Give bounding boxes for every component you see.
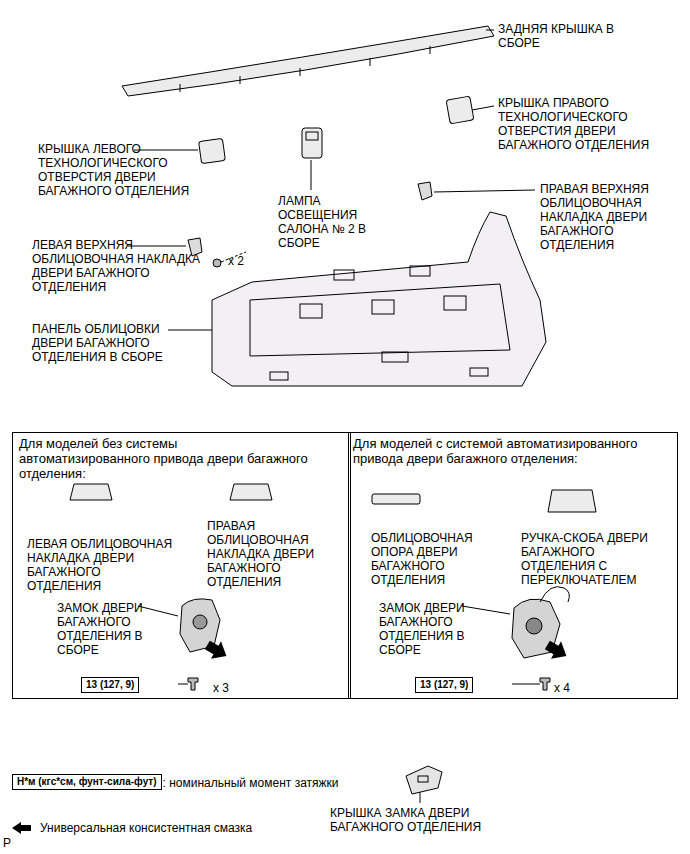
trim-panel xyxy=(212,212,546,386)
part-name: ЛАМПА ОСВЕЩЕНИЯ САЛОНА № 2 В СБОРЕ xyxy=(278,194,388,250)
leader-line xyxy=(462,606,510,614)
lock-cover xyxy=(406,766,442,794)
upper-trim xyxy=(418,182,432,200)
trim-overlay xyxy=(548,490,596,512)
part-name: ОБЛИЦОВОЧНАЯ ОПОРА ДВЕРИ БАГАЖНОГО ОТДЕЛ… xyxy=(371,531,503,587)
lock-assembly xyxy=(180,587,569,658)
rear-cover xyxy=(122,26,494,96)
part-name: РУЧКА-СКОБА ДВЕРИ БАГАЖНОГО ОТДЕЛЕНИЯ С … xyxy=(521,531,671,587)
trim-panel xyxy=(212,212,546,386)
trim-panel xyxy=(410,266,430,276)
lock-cover xyxy=(406,766,442,794)
leader-line xyxy=(138,606,178,616)
part-name: ЗАДНЯЯ КРЫШКА В СБОРЕ xyxy=(498,22,618,50)
variant-frame: Для моделей с системой автоматизированно… xyxy=(348,432,678,699)
trim-panel xyxy=(470,368,488,376)
rear-cover xyxy=(122,26,494,96)
part-name: КРЫШКА ЛЕВОГО ТЕХНОЛОГИЧЕСКОГО ОТВЕРСТИЯ… xyxy=(38,142,218,198)
variant-heading: Для моделей без системы автоматизированн… xyxy=(19,436,309,481)
trim-overlay xyxy=(372,494,420,504)
trim-panel xyxy=(334,270,354,280)
lock-cover xyxy=(418,776,428,782)
page-mark: P xyxy=(3,836,11,850)
lock-assembly xyxy=(540,587,569,602)
legend-entry: Универсальная консистентная смазка xyxy=(40,821,252,835)
leader-line xyxy=(512,684,540,685)
leader-line xyxy=(178,684,188,685)
grease-arrow xyxy=(542,636,571,664)
legend-text: Универсальная консистентная смазка xyxy=(40,821,252,835)
leader-line xyxy=(311,160,312,190)
part-name: x 3 xyxy=(213,681,229,695)
bolt xyxy=(540,678,550,690)
trim-panel xyxy=(270,372,288,380)
lock-assembly xyxy=(526,618,542,634)
part-name: ПРАВАЯ ВЕРХНЯЯ ОБЛИЦОВОЧНАЯ НАКЛАДКА ДВЕ… xyxy=(540,182,680,252)
trim-panel xyxy=(250,284,510,356)
trim-overlay xyxy=(70,484,112,500)
legend-arrow xyxy=(12,822,31,834)
torque-value: Н*м (кгс*см, фунт-сила-фут) xyxy=(17,776,157,788)
leader-line xyxy=(168,330,212,331)
hole-cover xyxy=(446,96,474,124)
part-name: ЛЕВАЯ ОБЛИЦОВОЧНАЯ НАКЛАДКА ДВЕРИ БАГАЖН… xyxy=(27,537,177,593)
screw xyxy=(213,252,246,267)
trim-panel xyxy=(444,296,466,310)
trim-panel xyxy=(372,300,394,314)
torque-box: Н*м (кгс*см, фунт-сила-фут) xyxy=(12,774,162,790)
part-name: КРЫШКА ЗАМКА ДВЕРИ БАГАЖНОГО ОТДЕЛЕНИЯ xyxy=(330,806,530,834)
torque-value: 13 (127, 9) xyxy=(420,679,468,691)
room-lamp xyxy=(302,128,322,158)
variant-frame: Для моделей без системы автоматизированн… xyxy=(12,432,351,699)
bolt xyxy=(188,678,198,690)
upper-trim xyxy=(188,182,432,256)
part-name: ЛЕВАЯ ВЕРХНЯЯ ОБЛИЦОВОЧНАЯ НАКЛАДКА ДВЕР… xyxy=(32,238,207,294)
rear-cover xyxy=(180,46,430,92)
part-name: ПАНЕЛЬ ОБЛИЦОВКИ ДВЕРИ БАГАЖНОГО ОТДЕЛЕН… xyxy=(32,322,202,364)
room-lamp xyxy=(302,128,322,158)
legend-arrow xyxy=(12,822,31,834)
leader-line xyxy=(472,106,494,110)
variant-heading: Для моделей с системой автоматизированно… xyxy=(353,436,643,466)
leader-line xyxy=(434,190,535,192)
trim-overlay xyxy=(230,484,272,500)
lock-assembly xyxy=(193,615,207,629)
leader-line xyxy=(134,150,198,151)
part-name: ЗАМОК ДВЕРИ БАГАЖНОГО ОТДЕЛЕНИЯ В СБОРЕ xyxy=(57,601,167,657)
bolt xyxy=(188,678,550,690)
leader-line xyxy=(420,792,421,803)
trim-overlay xyxy=(70,484,596,512)
torque-box: 13 (127, 9) xyxy=(81,677,139,693)
hole-cover xyxy=(199,96,474,163)
torque-value: 13 (127, 9) xyxy=(86,679,134,691)
quantity-label: x 2 xyxy=(228,254,244,268)
leader-line xyxy=(486,30,494,31)
room-lamp xyxy=(306,132,318,140)
legend-note: : номинальный момент затяжки xyxy=(163,776,339,790)
part-name: ПРАВАЯ ОБЛИЦОВОЧНАЯ НАКЛАДКА ДВЕРИ БАГАЖ… xyxy=(207,519,347,589)
hole-cover xyxy=(199,138,226,163)
grease-arrow xyxy=(202,636,231,664)
torque-box: 13 (127, 9) xyxy=(415,677,473,693)
trim-panel xyxy=(300,304,322,318)
leader-line xyxy=(128,30,540,803)
screw xyxy=(213,259,221,267)
leader-line xyxy=(128,246,186,247)
trim-panel xyxy=(382,352,408,362)
part-name: x 4 xyxy=(554,681,570,695)
part-name: ЗАМОК ДВЕРИ БАГАЖНОГО ОТДЕЛЕНИЯ В СБОРЕ xyxy=(379,601,509,657)
part-name: КРЫШКА ПРАВОГО ТЕХНОЛОГИЧЕСКОГО ОТВЕРСТИ… xyxy=(498,96,678,152)
